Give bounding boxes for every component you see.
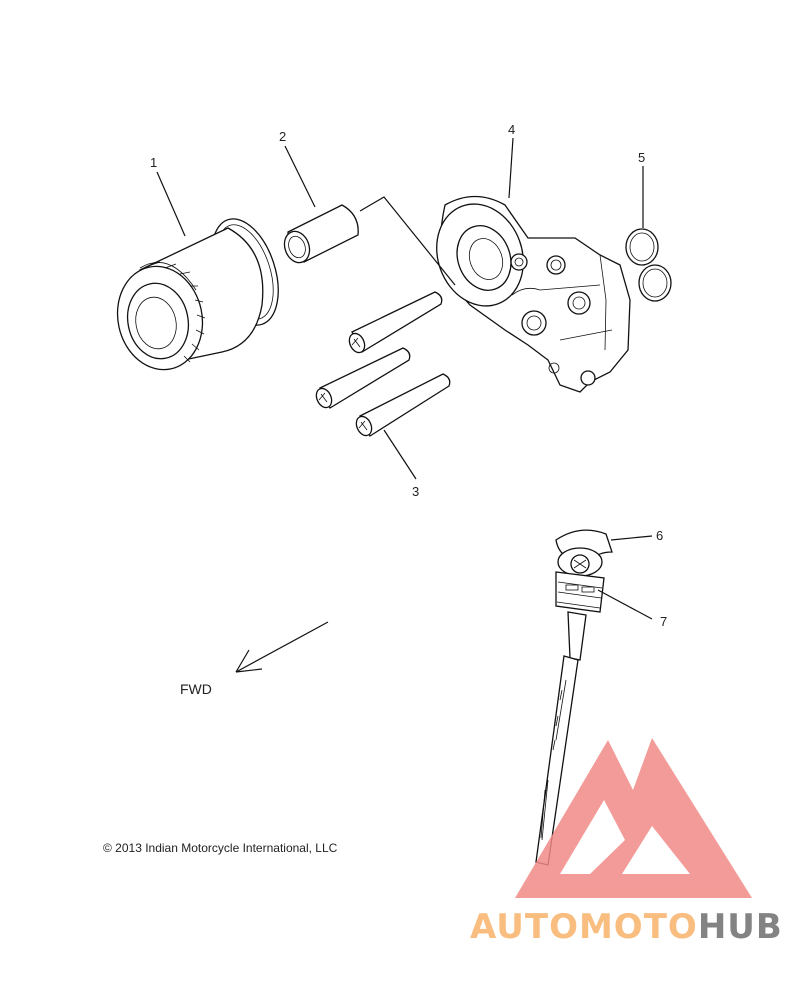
filter-adapter-housing-part <box>436 195 631 393</box>
fwd-label: FWD <box>180 681 212 697</box>
bolt-lower <box>355 373 451 437</box>
forward-arrow: FWD <box>180 621 329 697</box>
bolts-part <box>315 291 451 437</box>
callout-3: 3 <box>412 484 419 499</box>
o-rings-part <box>625 228 672 302</box>
dipstick-part <box>535 529 613 866</box>
leader-lines <box>156 137 653 620</box>
callout-2: 2 <box>279 129 286 144</box>
watermark-word-automoto: AUTOMOTOHUB <box>470 907 783 947</box>
copyright-text: © 2013 Indian Motorcycle International, … <box>103 841 338 855</box>
callout-4: 4 <box>508 122 515 137</box>
callout-7: 7 <box>660 614 667 629</box>
callout-numbers: 1 2 3 4 5 6 7 <box>150 122 667 629</box>
oil-filter-part <box>116 218 279 371</box>
callout-1: 1 <box>150 155 157 170</box>
automotohub-watermark: AUTOMOTOHUB <box>470 738 783 947</box>
bolt-upper <box>348 291 443 354</box>
callout-6: 6 <box>656 528 663 543</box>
sleeve-part <box>283 204 359 264</box>
callout-5: 5 <box>638 150 645 165</box>
bolt-middle <box>315 347 411 409</box>
